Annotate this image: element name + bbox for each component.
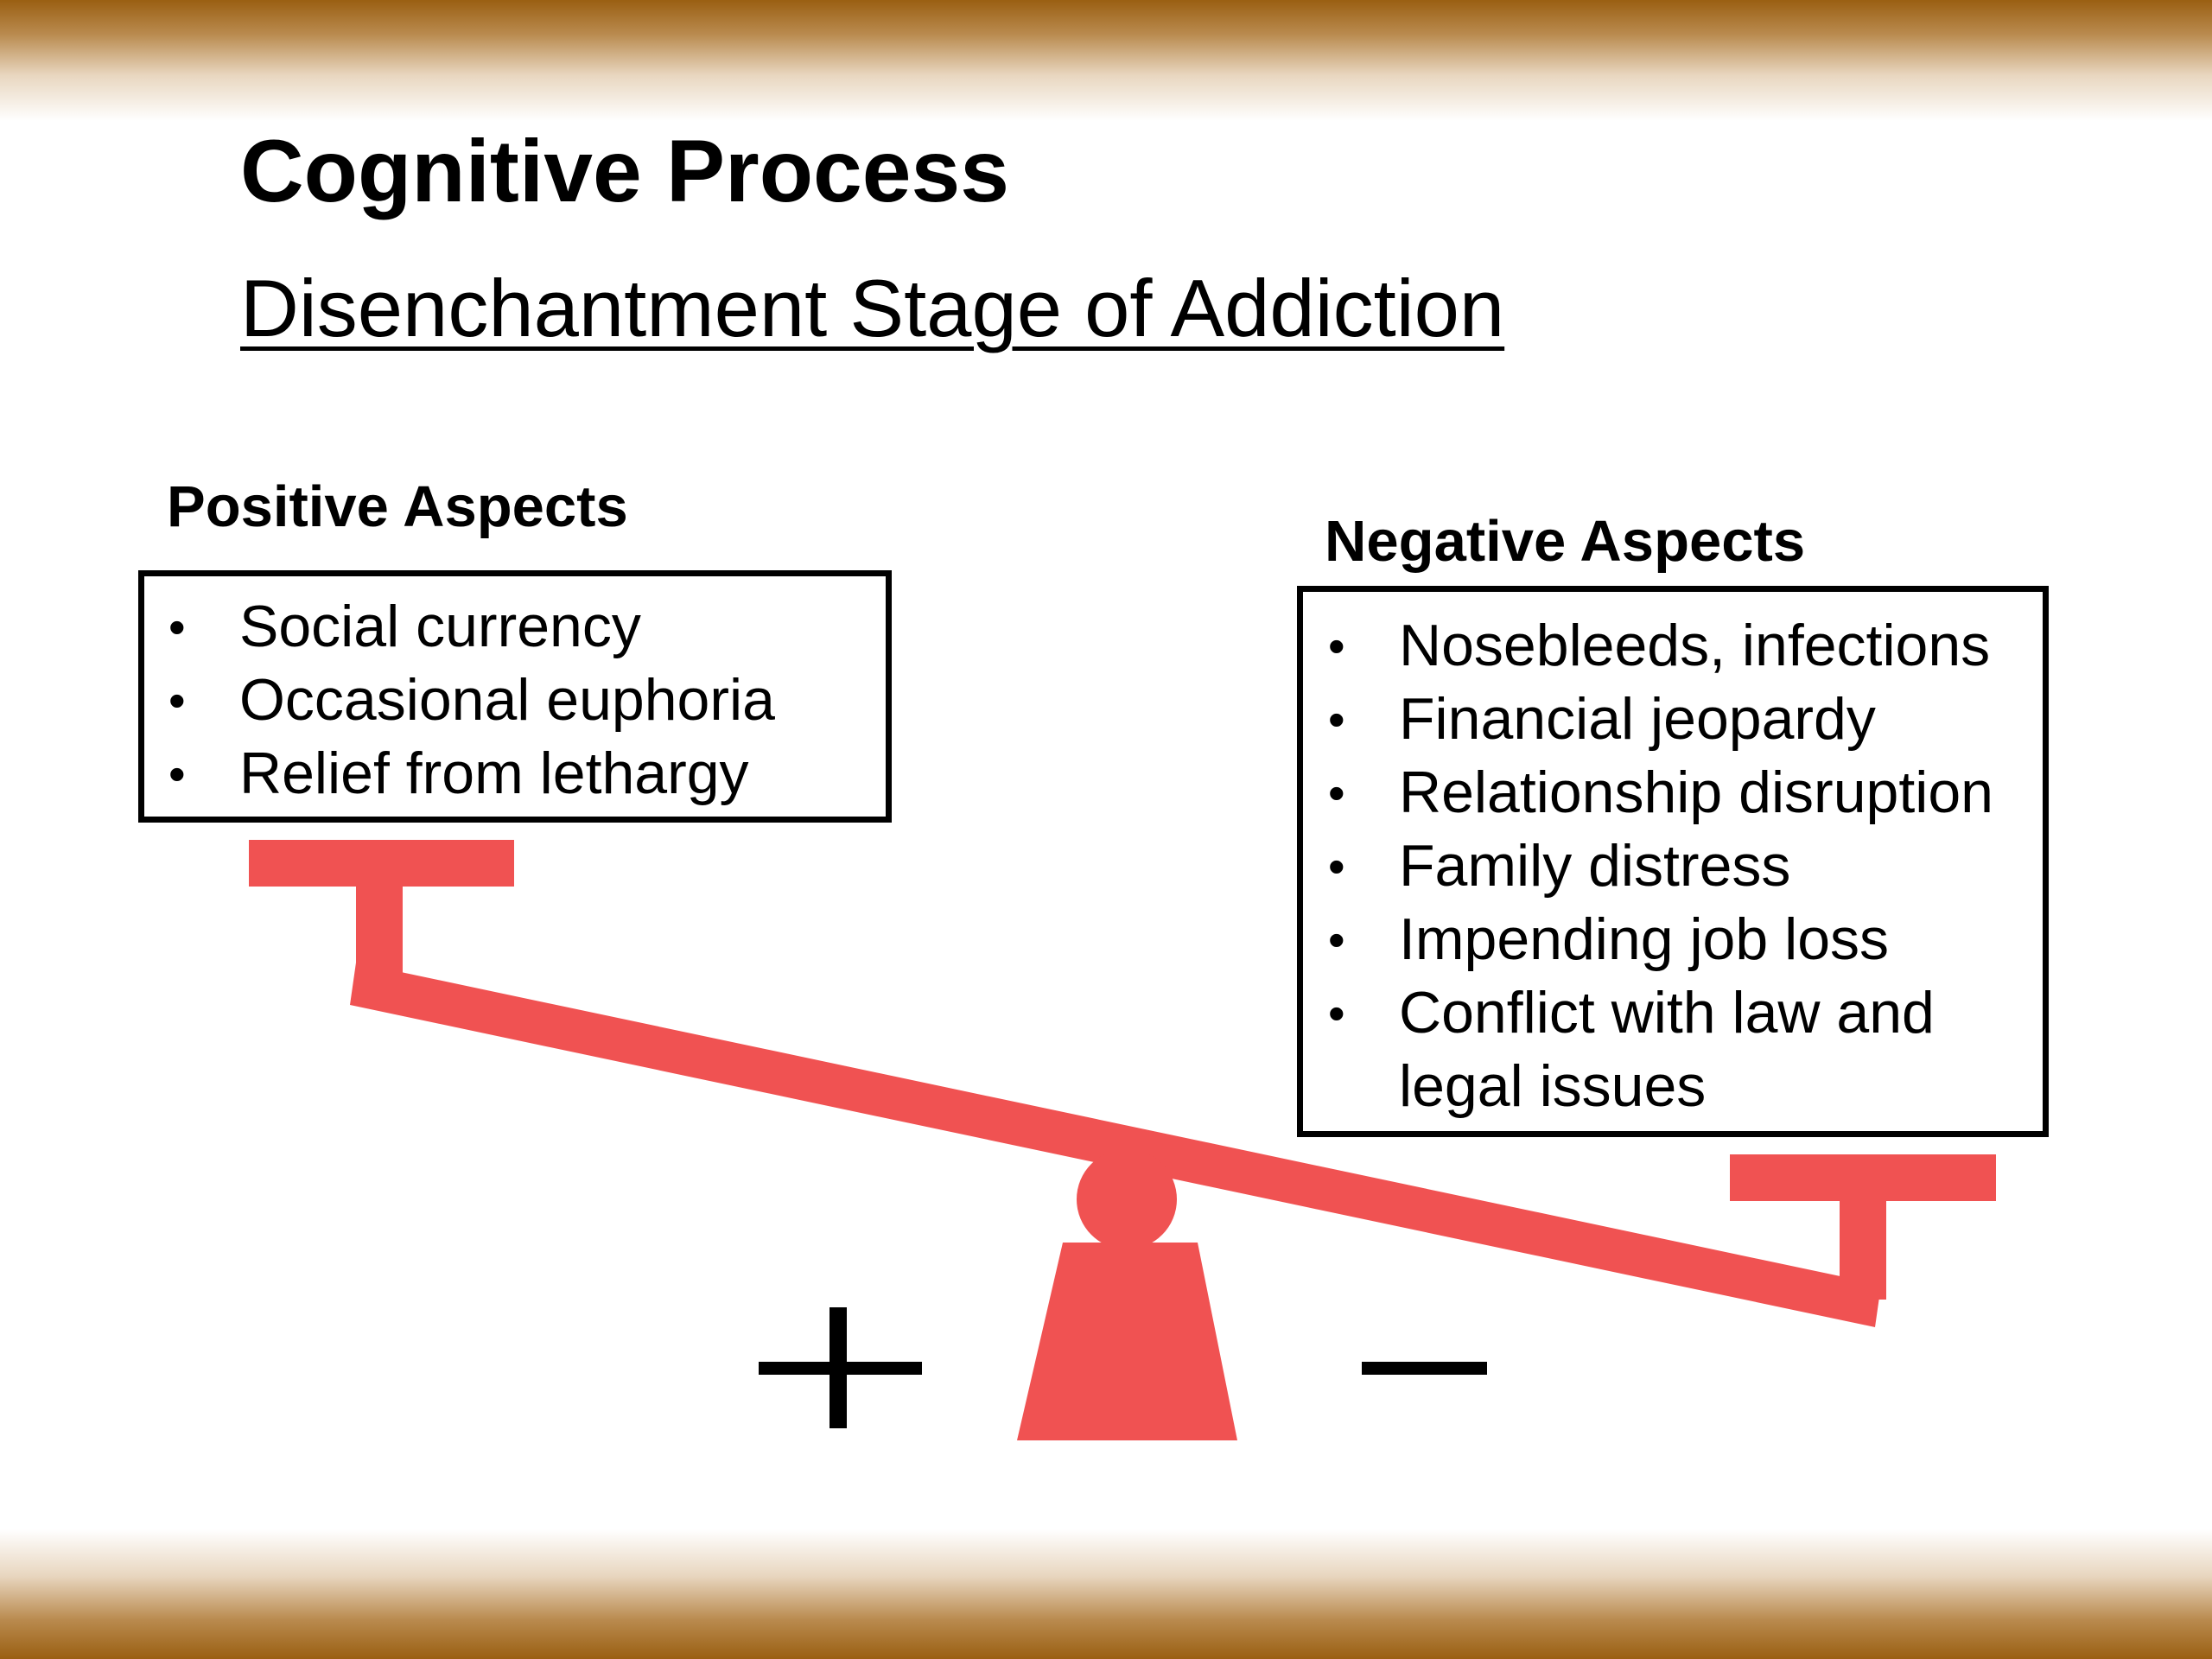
list-item-text: Impending job loss (1399, 906, 1890, 972)
bullet-icon: • (1328, 839, 1345, 893)
negative-aspects-box: • Nosebleeds, infections • Financial jeo… (1297, 586, 2049, 1137)
list-item: • Occasional euphoria (144, 664, 886, 737)
bullet-icon: • (1328, 619, 1345, 673)
list-item: • Relief from lethargy (144, 737, 886, 810)
bottom-band (0, 1529, 2212, 1659)
positive-aspects-heading: Positive Aspects (167, 474, 628, 539)
slide-title: Cognitive Process (240, 122, 1009, 220)
bullet-icon: • (1328, 692, 1345, 747)
list-item: • Conflict with law and legal issues (1303, 976, 2043, 1123)
left-pan-plate (249, 840, 514, 887)
bullet-icon: • (1328, 766, 1345, 820)
fulcrum-pivot (1077, 1149, 1177, 1249)
negative-aspects-list: • Nosebleeds, infections • Financial jeo… (1303, 609, 2043, 1123)
list-item: • Family distress (1303, 830, 2043, 903)
list-item-text: Social currency (239, 594, 641, 659)
minus-sign-icon (1362, 1362, 1487, 1375)
list-item-text: Relationship disruption (1399, 760, 1993, 825)
list-item: • Relationship disruption (1303, 756, 2043, 830)
list-item-text-continuation: legal issues (1399, 1053, 1707, 1119)
list-item: • Impending job loss (1303, 903, 2043, 976)
positive-aspects-box: • Social currency • Occasional euphoria … (138, 570, 892, 823)
bullet-icon: • (168, 747, 186, 801)
list-item-text: Nosebleeds, infections (1399, 613, 1991, 678)
list-item-text: Occasional euphoria (239, 667, 775, 733)
list-item-text: Family distress (1399, 833, 1791, 899)
list-item: • Financial jeopardy (1303, 683, 2043, 756)
list-item: • Social currency (144, 590, 886, 664)
right-pan-post (1840, 1185, 1886, 1300)
bullet-icon: • (1328, 912, 1345, 967)
bullet-icon: • (168, 673, 186, 728)
positive-aspects-list: • Social currency • Occasional euphoria … (144, 590, 886, 810)
list-item-text: Relief from lethargy (239, 741, 749, 806)
bullet-icon: • (168, 600, 186, 654)
slide-subtitle: Disenchantment Stage of Addiction (240, 263, 1505, 353)
fulcrum-base (1017, 1243, 1237, 1440)
list-item-text: Conflict with law and (1399, 980, 1935, 1046)
right-pan-plate (1730, 1154, 1996, 1201)
negative-aspects-heading: Negative Aspects (1325, 509, 1806, 574)
list-item: • Nosebleeds, infections (1303, 609, 2043, 683)
bullet-icon: • (1328, 986, 1345, 1040)
scale-beam (350, 963, 1881, 1327)
plus-sign-icon (759, 1307, 922, 1428)
top-band (0, 0, 2212, 121)
list-item-text: Financial jeopardy (1399, 686, 1876, 752)
